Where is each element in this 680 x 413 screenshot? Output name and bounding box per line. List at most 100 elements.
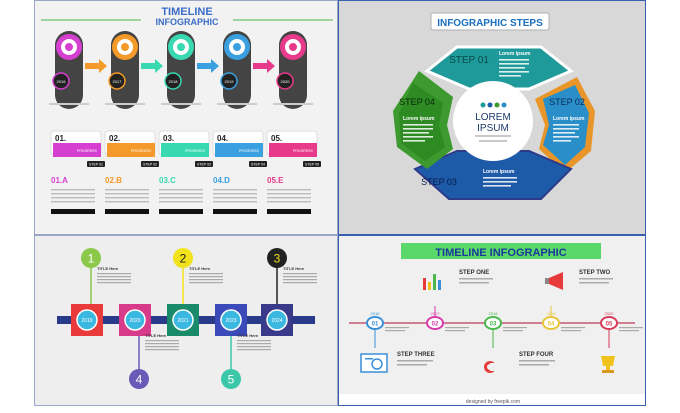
node-caption-line xyxy=(385,327,409,329)
number-circle xyxy=(81,248,101,268)
letter-base-bar xyxy=(267,209,311,214)
infographic-steps-panel: INFOGRAPHIC STEPS LOREM IPSUM STEP 01 ST… xyxy=(338,0,646,235)
step3-segment xyxy=(413,150,573,200)
letter-caption-line xyxy=(267,201,311,203)
year-circle xyxy=(220,309,242,331)
dot-cyan-icon xyxy=(501,102,507,108)
letter-label: 01.A xyxy=(51,176,68,185)
center-sub-line xyxy=(479,140,507,142)
step-tag xyxy=(249,161,267,167)
step-number: 02. xyxy=(109,134,120,143)
node-label: 05 xyxy=(606,322,613,328)
letter-caption-line xyxy=(159,201,203,203)
step-three-line xyxy=(397,364,427,366)
year-label: 2023 xyxy=(225,318,236,324)
item-heading: TITLE Here xyxy=(237,333,259,338)
letter-caption-line xyxy=(267,197,311,199)
year-label: 2020 xyxy=(281,79,291,84)
step-tag-label: STEP 02 xyxy=(143,163,157,167)
item-body-line xyxy=(189,276,223,278)
year-circle xyxy=(76,309,98,331)
letter-caption-line xyxy=(213,189,257,191)
letter-caption-line xyxy=(159,197,203,199)
item-heading: TITLE Here xyxy=(189,266,211,271)
node-caption-line xyxy=(619,327,643,329)
letter-base-bar xyxy=(213,209,257,214)
timeline-node xyxy=(484,316,502,330)
item-body-line xyxy=(145,346,179,348)
step-one-line xyxy=(459,282,489,284)
letter-caption-line xyxy=(51,201,95,203)
caption-line xyxy=(161,103,201,105)
footer-bar xyxy=(339,394,645,405)
item-body-line xyxy=(237,343,271,345)
caption-line xyxy=(49,103,89,105)
monitor-icon xyxy=(360,353,388,373)
step3-text-title: Lorem ipsum xyxy=(483,169,515,175)
number-circle xyxy=(221,369,241,389)
letter-base-bar xyxy=(159,209,203,214)
capsule-dot-icon xyxy=(289,43,297,51)
item-body-line xyxy=(97,273,131,275)
item-body-line xyxy=(97,276,131,278)
letter-caption-line xyxy=(159,189,203,191)
step-one-label: STEP ONE xyxy=(459,270,489,276)
item-body-line xyxy=(283,279,317,281)
node-caption-line xyxy=(503,330,523,332)
step-mini-label: PROGRESS xyxy=(293,149,314,153)
step-number: 04. xyxy=(217,134,228,143)
node-caption-line xyxy=(561,327,585,329)
step-three-label: STEP THREE xyxy=(397,352,435,358)
item-body-line xyxy=(237,340,271,342)
year-badge xyxy=(164,72,182,90)
dot-teal-icon xyxy=(480,102,486,108)
item-body-line xyxy=(145,343,179,345)
letter-caption-line xyxy=(105,197,149,199)
node-label: 01 xyxy=(372,322,379,328)
step2-body-lines xyxy=(553,124,579,142)
dot-blue-icon xyxy=(487,102,493,108)
trophy-icon xyxy=(601,356,615,373)
year-label: 2019 xyxy=(81,318,92,324)
step4-body-lines xyxy=(403,124,433,142)
letter-label: 04.D xyxy=(213,176,230,185)
number-circle xyxy=(173,248,193,268)
steps-ring-graphic: INFOGRAPHIC STEPS LOREM IPSUM STEP 01 ST… xyxy=(393,12,595,200)
letter-label: 03.C xyxy=(159,176,176,185)
node-year: 2020 xyxy=(605,311,615,316)
number-label: 2 xyxy=(180,252,187,266)
step1-label: STEP 01 xyxy=(449,55,489,66)
step-card-color xyxy=(107,143,155,157)
magnet-icon xyxy=(484,361,497,373)
year-circle xyxy=(172,309,194,331)
letter-caption-line xyxy=(213,201,257,203)
panel2-title: INFOGRAPHIC STEPS xyxy=(437,18,543,29)
node-caption-line xyxy=(445,327,469,329)
step-tag xyxy=(195,161,213,167)
step-mini-label: PROGRESS xyxy=(77,149,98,153)
item-body-line xyxy=(237,349,271,351)
number-label: 4 xyxy=(136,373,143,387)
letter-caption-line xyxy=(159,193,203,195)
footer-credit: designed by freepik.com xyxy=(466,399,520,405)
letter-caption-line xyxy=(213,197,257,199)
item-body-line xyxy=(237,346,271,348)
node-year: 2018 xyxy=(489,311,499,316)
panel4-title: TIMELINE INFOGRAPHIC xyxy=(435,247,566,259)
year-label: 2018 xyxy=(169,79,179,84)
letter-caption-line xyxy=(105,201,149,203)
node-caption-line xyxy=(385,330,405,332)
year-label: 2019 xyxy=(225,79,235,84)
letter-caption-line xyxy=(51,189,95,191)
step4-text-title: Lorem ipsum xyxy=(403,116,435,122)
node-label: 03 xyxy=(490,322,497,328)
letter-caption-line xyxy=(267,189,311,191)
year-badge xyxy=(108,72,126,90)
node-label: 04 xyxy=(548,322,555,328)
step-tag xyxy=(87,161,105,167)
letter-caption-line xyxy=(213,193,257,195)
panel1-title-line2: INFOGRAPHIC xyxy=(156,17,220,27)
step-tag-label: STEP 03 xyxy=(197,163,211,167)
arrow-right-icon xyxy=(253,59,275,73)
